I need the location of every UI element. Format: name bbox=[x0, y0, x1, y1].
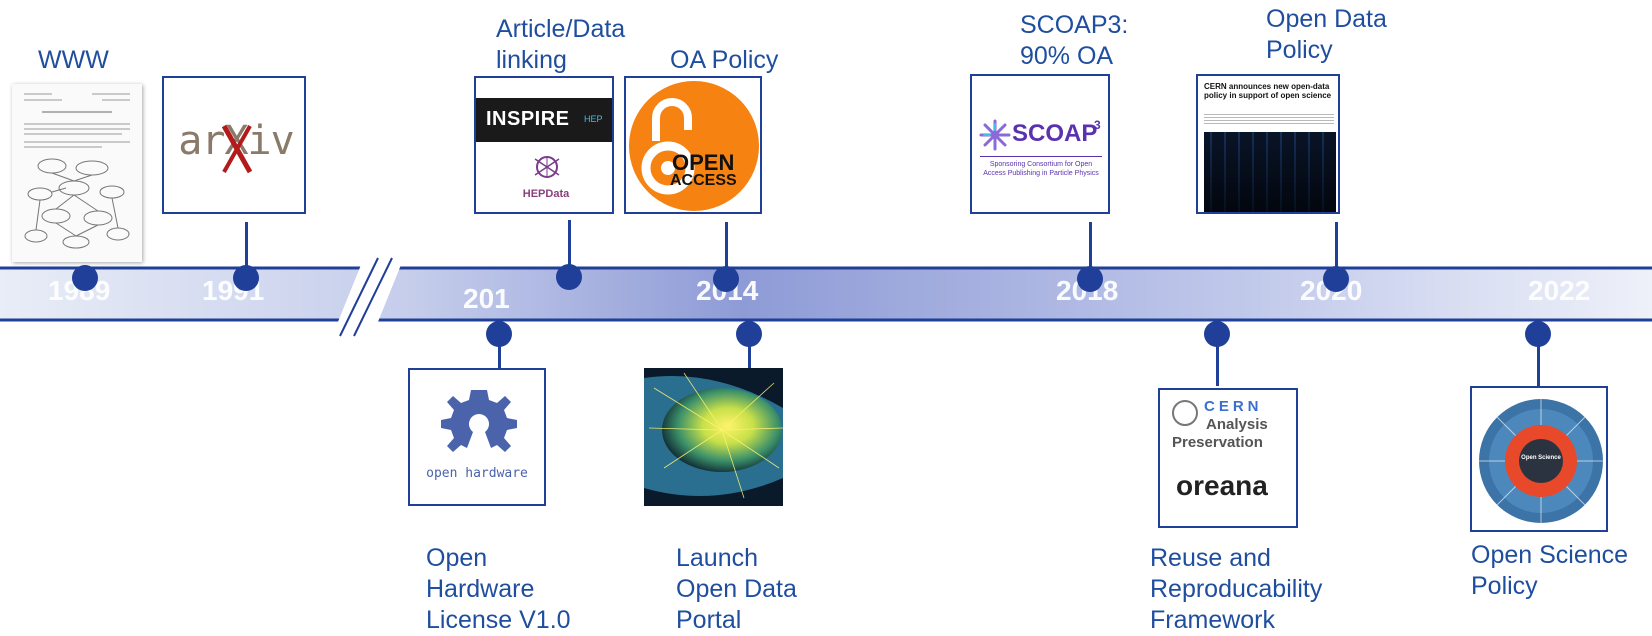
stem-open-data-portal bbox=[748, 334, 751, 386]
dot-oa-policy bbox=[713, 266, 739, 292]
label-open-hardware: Open Hardware License V1.0 bbox=[426, 544, 571, 634]
reana-logo: oreana bbox=[1176, 470, 1268, 502]
label-open-data-portal: Launch Open Data Portal bbox=[676, 544, 797, 634]
open-science-policy-card: Open Science bbox=[1470, 386, 1608, 532]
hepdata-logo: HEPData bbox=[522, 188, 570, 200]
collision-event-graphic bbox=[644, 372, 783, 499]
open-access-word-open: OPEN bbox=[672, 150, 735, 175]
open-hardware-gear-icon bbox=[441, 390, 517, 452]
scoap3-caption: Sponsoring Consortium for Open Access Pu… bbox=[983, 161, 1099, 177]
scoap3-superscript: 3 bbox=[1094, 118, 1101, 132]
band-fill bbox=[0, 268, 1652, 320]
year-2011: 201 1 bbox=[463, 283, 510, 362]
inspire-hep-label: HEP bbox=[584, 114, 603, 124]
dot-scoap3 bbox=[1077, 266, 1103, 292]
stem-open-science bbox=[1537, 334, 1540, 386]
scoap3-logo: SCOAP bbox=[1012, 120, 1098, 147]
arxiv-logo: arXiv bbox=[178, 118, 294, 164]
label-linking: Article/Data linking bbox=[496, 15, 626, 74]
dot-open-data-policy bbox=[1323, 266, 1349, 292]
label-scoap3: SCOAP3: 90% OA bbox=[1020, 11, 1129, 70]
open-hardware-caption: open hardware bbox=[426, 466, 528, 481]
reana-logo-text: reana bbox=[1193, 470, 1268, 501]
cap-reana-card: CERN Analysis Preservation oreana bbox=[1158, 388, 1298, 528]
open-data-portal-image bbox=[644, 368, 783, 506]
open-science-wheel bbox=[1479, 399, 1603, 523]
stem-linking bbox=[568, 220, 571, 276]
open-hardware-card: open hardware bbox=[408, 368, 546, 506]
inspire-hepdata-card: INSPIRE HEP HEPData bbox=[474, 76, 614, 214]
preservation-label: Preservation bbox=[1172, 434, 1263, 451]
dot-1989 bbox=[72, 265, 98, 291]
scoap3-card: SCOAP 3 Sponsoring Consortium for Open A… bbox=[970, 74, 1110, 214]
stem-open-hardware bbox=[498, 334, 501, 386]
label-reuse: Reuse and Reproducability Framework bbox=[1150, 544, 1323, 634]
inspire-banner bbox=[476, 98, 612, 142]
label-oa-policy: OA Policy bbox=[670, 46, 779, 74]
arxiv-logo-card: arXiv bbox=[162, 76, 306, 214]
scoap3-star-icon bbox=[979, 119, 1011, 151]
server-room-image bbox=[1204, 132, 1336, 212]
stem-scoap3 bbox=[1089, 222, 1092, 278]
dot-linking bbox=[556, 264, 582, 290]
stem-oa-policy bbox=[725, 222, 728, 278]
cern-label: CERN bbox=[1204, 398, 1263, 415]
reana-o-letter: o bbox=[1176, 470, 1194, 501]
analysis-label: Analysis bbox=[1206, 416, 1268, 433]
hepdata-icon bbox=[534, 156, 560, 178]
open-access-lock-icon bbox=[641, 98, 695, 195]
open-access-word-access: ACCESS bbox=[670, 172, 737, 189]
open-access-circle bbox=[629, 81, 759, 211]
document-sketch bbox=[24, 93, 130, 249]
label-www: WWW bbox=[38, 46, 109, 74]
break-line-1 bbox=[353, 257, 393, 337]
open-data-policy-card: CERN announces new open-data policy in s… bbox=[1196, 74, 1340, 214]
open-access-card: OPEN ACCESS bbox=[624, 76, 762, 214]
stem-open-data-policy bbox=[1335, 222, 1338, 278]
news-headline: CERN announces new open-data policy in s… bbox=[1204, 82, 1332, 100]
open-science-center-label: Open Science bbox=[1521, 455, 1561, 461]
label-open-data-policy: Open Data Policy bbox=[1266, 5, 1387, 64]
break-line-2 bbox=[339, 257, 379, 337]
scoap3-divider bbox=[980, 156, 1102, 157]
cern-seal-icon bbox=[1172, 400, 1198, 426]
year-2022: 2022 bbox=[1528, 275, 1591, 306]
news-text-lines bbox=[1204, 112, 1334, 126]
dot-1991 bbox=[233, 265, 259, 291]
stem-1991 bbox=[245, 222, 248, 278]
arxiv-x-icon bbox=[221, 124, 253, 174]
label-open-science: Open Science Policy bbox=[1471, 541, 1629, 600]
inspire-logo: INSPIRE bbox=[486, 108, 570, 130]
www-proposal-document bbox=[12, 84, 142, 262]
stem-reuse bbox=[1216, 334, 1219, 386]
